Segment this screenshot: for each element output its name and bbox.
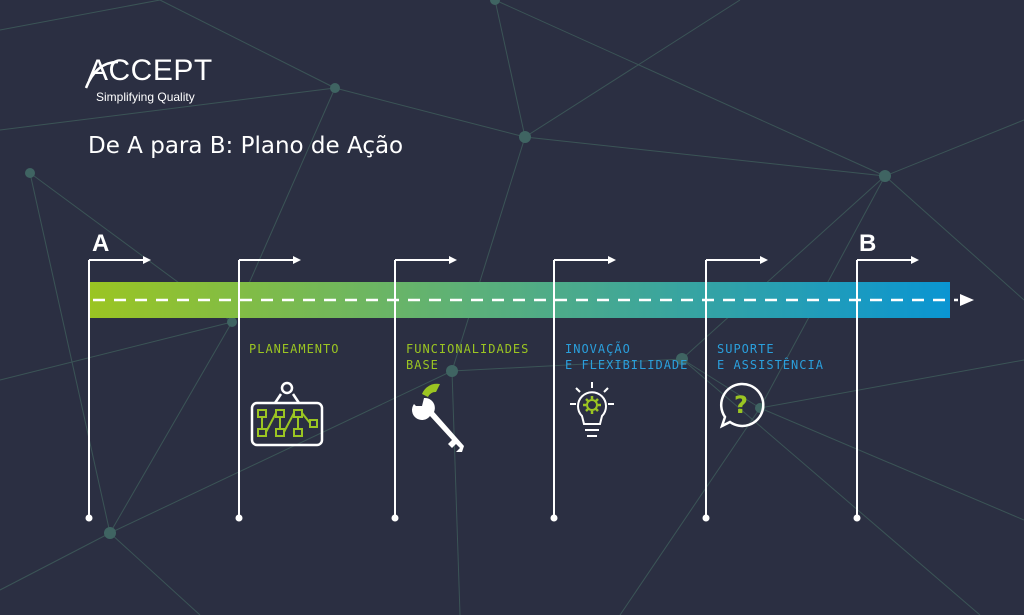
page-title: De A para B: Plano de Ação bbox=[88, 133, 404, 159]
pole-base-dot bbox=[550, 514, 558, 522]
stage-label-planeamento: Planeamento bbox=[249, 342, 340, 356]
pole-arrow-icon bbox=[760, 256, 768, 264]
flowchart-board-icon bbox=[250, 381, 324, 447]
stage-label-suporte: Suporte e Assistência bbox=[717, 342, 824, 372]
milestone-pole-2 bbox=[235, 256, 301, 522]
pole-base-dot bbox=[702, 514, 710, 522]
logo-wordmark: ACCEPT bbox=[88, 54, 213, 87]
pole-arrow-icon bbox=[608, 256, 616, 264]
milestone-pole-6 bbox=[853, 256, 919, 522]
end-point-label: B bbox=[859, 230, 877, 257]
pole-base-dot bbox=[235, 514, 243, 522]
pole-base-dot bbox=[391, 514, 399, 522]
timeline-arrow-icon bbox=[960, 294, 974, 306]
milestone-poles bbox=[85, 256, 919, 522]
stage-label-funcionalidades: Funcionalidades Base bbox=[406, 342, 530, 372]
logo-swoosh-icon bbox=[84, 60, 119, 89]
pole-base-dot bbox=[85, 514, 93, 522]
lightbulb-gear-icon bbox=[570, 382, 614, 437]
pole-arrow-icon bbox=[911, 256, 919, 264]
logo-tagline: Simplifying Quality bbox=[96, 90, 195, 104]
milestone-pole-1 bbox=[85, 256, 151, 522]
stage-label-inovacao: Inovação e Flexibilidade bbox=[565, 342, 689, 372]
pole-base-dot bbox=[853, 514, 861, 522]
start-point-label: A bbox=[92, 230, 110, 257]
milestone-pole-5 bbox=[702, 256, 768, 522]
milestone-pole-3 bbox=[391, 256, 457, 522]
pole-arrow-icon bbox=[449, 256, 457, 264]
pole-arrow-icon bbox=[293, 256, 301, 264]
milestone-pole-4 bbox=[550, 256, 616, 522]
key-wrench-icon bbox=[412, 383, 464, 452]
pole-arrow-icon bbox=[143, 256, 151, 264]
question-bubble-icon: ? bbox=[719, 382, 765, 429]
svg-text:?: ? bbox=[734, 391, 748, 419]
background-nodes bbox=[25, 0, 891, 539]
